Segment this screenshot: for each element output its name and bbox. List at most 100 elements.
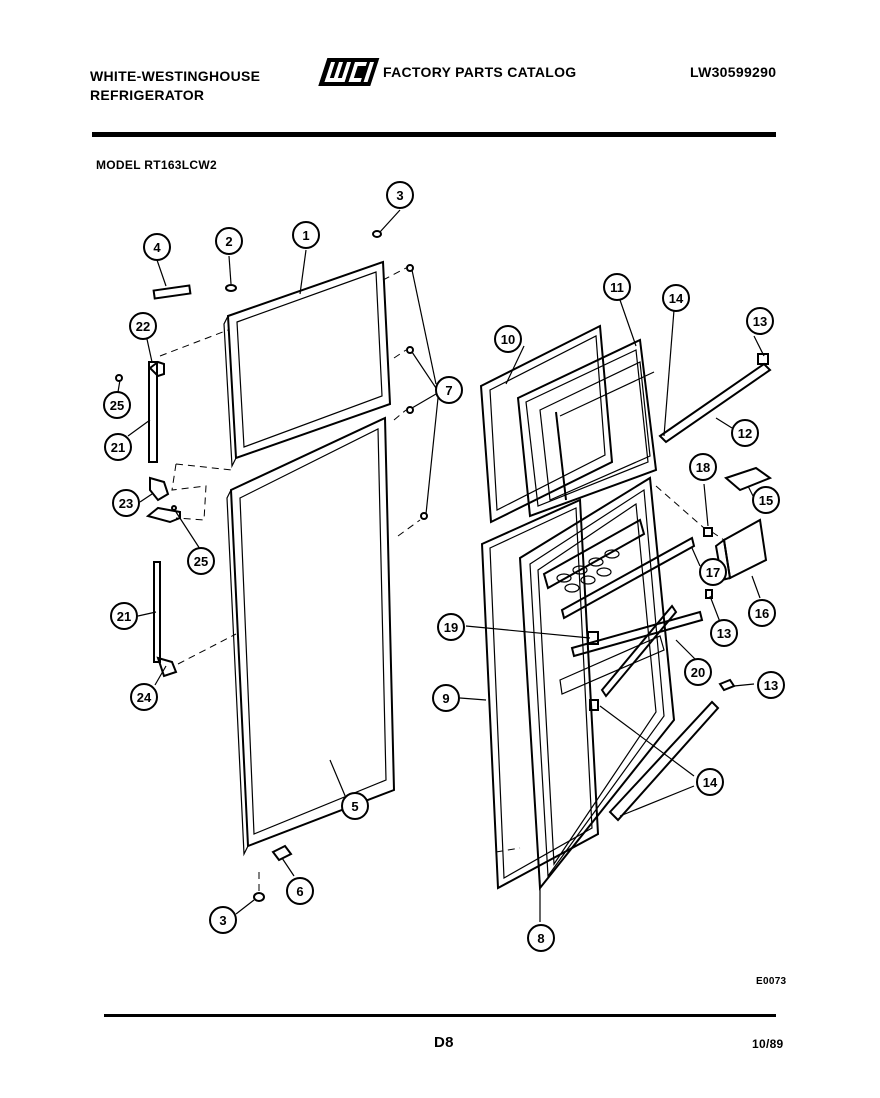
callout-number: 22 — [136, 319, 150, 334]
callout-circle — [710, 619, 738, 647]
callout-circle — [103, 391, 131, 419]
brand-header: WHITE-WESTINGHOUSE REFRIGERATOR — [90, 67, 310, 105]
callout-circle — [341, 792, 369, 820]
callout-4: 4 — [143, 233, 171, 261]
callout-number: 16 — [755, 606, 769, 621]
callout-circle — [437, 613, 465, 641]
callout-circle — [494, 325, 522, 353]
callout-number: 14 — [703, 775, 718, 790]
diagram-code: E0073 — [756, 976, 787, 987]
callout-21: 21 — [104, 433, 132, 461]
fresh-food-door-gasket — [226, 416, 396, 857]
callout-circle — [112, 489, 140, 517]
callout-circle — [603, 273, 631, 301]
page-number: D8 — [434, 1034, 454, 1051]
callout-circle — [292, 221, 320, 249]
callout-circle — [527, 924, 555, 952]
callout-circle — [696, 768, 724, 796]
callout-number: 13 — [764, 678, 778, 693]
callout-circle — [699, 558, 727, 586]
catalog-date: 10/89 — [752, 1037, 784, 1051]
callout-number: 13 — [717, 626, 731, 641]
callout-13: 13 — [710, 619, 738, 647]
callout-circle — [286, 877, 314, 905]
brand-name: WHITE-WESTINGHOUSE — [90, 68, 261, 84]
header-divider — [92, 132, 776, 137]
callout-13: 13 — [757, 671, 785, 699]
callout-circle — [731, 419, 759, 447]
callout-24: 24 — [130, 683, 158, 711]
leader-lines — [117, 209, 765, 922]
callout-circle — [104, 433, 132, 461]
callout-number: 18 — [696, 460, 710, 475]
callout-circle — [209, 906, 237, 934]
callout-21: 21 — [110, 602, 138, 630]
wci-logo — [318, 56, 380, 88]
callout-23: 23 — [112, 489, 140, 517]
callout-number: 19 — [444, 620, 458, 635]
callout-7: 7 — [435, 376, 463, 404]
freezer-door-gasket — [223, 260, 392, 469]
alignment-lines-right — [495, 485, 725, 853]
dairy-bin — [714, 466, 773, 582]
egg-tray — [556, 549, 620, 593]
callout-circle — [130, 683, 158, 711]
callout-3: 3 — [386, 181, 414, 209]
callout-circle — [143, 233, 171, 261]
callout-number: 11 — [610, 280, 624, 295]
callout-number: 23 — [119, 496, 133, 511]
callout-circle — [110, 602, 138, 630]
callout-number: 3 — [396, 188, 403, 203]
callout-17: 17 — [699, 558, 727, 586]
callout-number: 20 — [691, 665, 705, 680]
callout-22: 22 — [129, 312, 157, 340]
callout-6: 6 — [286, 877, 314, 905]
alignment-lines-left — [159, 267, 421, 892]
callout-number: 14 — [669, 291, 684, 306]
callout-circle — [662, 284, 690, 312]
callout-circle — [215, 227, 243, 255]
callout-circle — [757, 671, 785, 699]
callout-5: 5 — [341, 792, 369, 820]
callout-number: 6 — [296, 884, 303, 899]
callout-25: 25 — [103, 391, 131, 419]
callout-number: 10 — [501, 332, 515, 347]
callout-9: 9 — [432, 684, 460, 712]
freezer-door-liner — [479, 324, 658, 524]
callout-number: 2 — [225, 234, 232, 249]
callout-3: 3 — [209, 906, 237, 934]
callout-number: 3 — [219, 913, 226, 928]
callout-circle — [689, 453, 717, 481]
callout-number: 9 — [442, 691, 449, 706]
callout-number: 7 — [445, 383, 452, 398]
callout-14: 14 — [696, 768, 724, 796]
callout-circle — [746, 307, 774, 335]
callout-16: 16 — [748, 599, 776, 627]
callout-number: 24 — [137, 690, 152, 705]
callout-25: 25 — [187, 547, 215, 575]
callout-18: 18 — [689, 453, 717, 481]
callout-8: 8 — [527, 924, 555, 952]
callout-number: 8 — [537, 931, 544, 946]
callout-number: 4 — [153, 240, 161, 255]
footer-divider — [104, 1014, 776, 1017]
callout-number: 1 — [302, 228, 309, 243]
callout-number: 21 — [111, 440, 125, 455]
callout-number: 21 — [117, 609, 131, 624]
callout-number: 12 — [738, 426, 752, 441]
callout-20: 20 — [684, 658, 712, 686]
callout-circle — [432, 684, 460, 712]
callout-number: 13 — [753, 314, 767, 329]
callout-circle — [187, 547, 215, 575]
callout-12: 12 — [731, 419, 759, 447]
catalog-number: LW30599290 — [690, 64, 777, 80]
callout-number: 5 — [351, 799, 358, 814]
callout-1: 1 — [292, 221, 320, 249]
callout-number: 15 — [759, 493, 773, 508]
callout-10: 10 — [494, 325, 522, 353]
callout-11: 11 — [603, 273, 631, 301]
callout-number: 25 — [194, 554, 208, 569]
callout-number: 25 — [110, 398, 124, 413]
